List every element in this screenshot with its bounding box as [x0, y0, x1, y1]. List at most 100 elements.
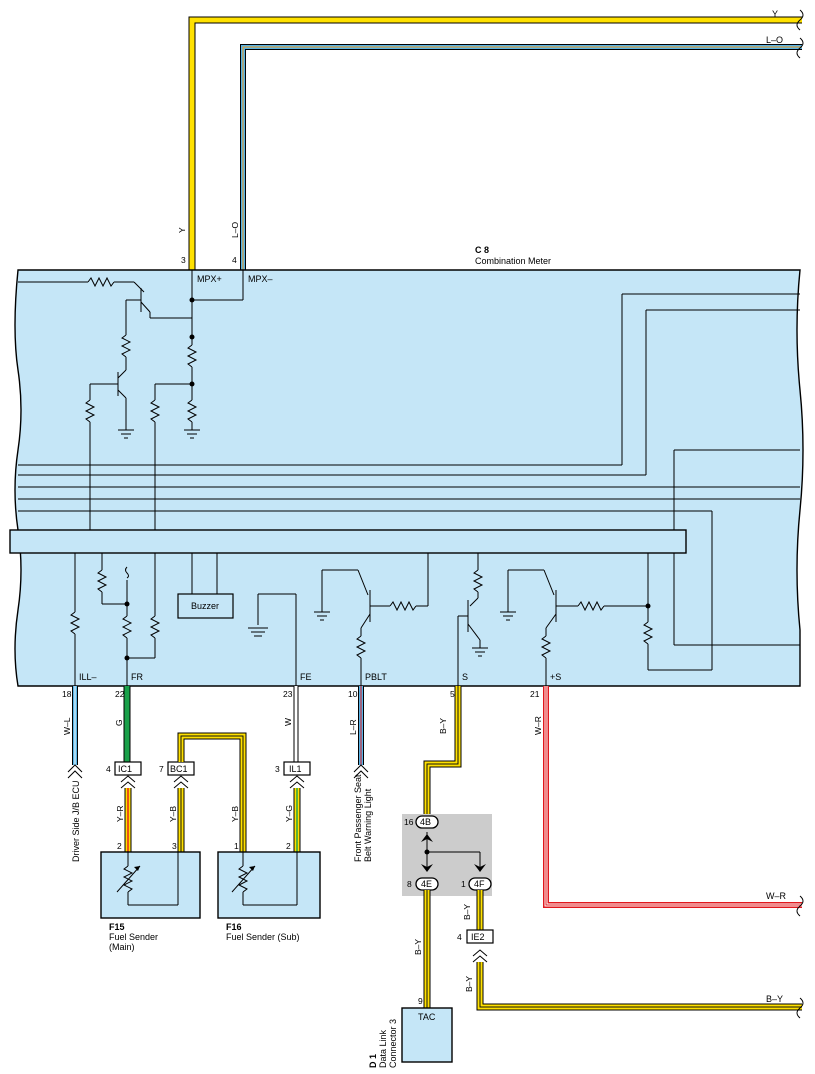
fuel-main-pin-right: 3 — [172, 841, 177, 851]
meter-name: Combination Meter — [475, 256, 551, 266]
wire-label-g: G — [114, 719, 124, 726]
wire-label-wr-vertical: W–R — [533, 716, 543, 735]
pin-bc1: 7 — [159, 764, 164, 774]
svg-text:IC1: IC1 — [118, 764, 132, 774]
pin-mpx-plus: 3 — [181, 255, 186, 265]
wire-yb-loop — [177, 732, 247, 852]
fuel-sender-main — [100, 851, 201, 919]
svg-text:IE2: IE2 — [471, 932, 485, 942]
meter-internal-circuit-upper — [18, 270, 244, 530]
meter-code: C 8 — [475, 245, 489, 255]
term-s: S — [462, 672, 468, 682]
wire-label-w: W — [283, 718, 293, 726]
wire-label-yr: Y–R — [115, 805, 125, 822]
data-link-connector — [401, 1007, 453, 1063]
junction-pin-4e: 8 — [407, 879, 412, 889]
wire-label-yb: Y–B — [168, 806, 178, 822]
pin-fe: 23 — [283, 689, 293, 699]
buzzer-label: Buzzer — [191, 601, 219, 611]
dlc-name-line2: Connector 3 — [388, 1019, 398, 1068]
pin-ie2: 4 — [457, 932, 462, 942]
combination-meter-body — [14, 269, 804, 687]
term-ill: ILL– — [79, 672, 97, 682]
connector-il1: IL1 — [283, 761, 311, 789]
dest-front-passenger-seat: Front Passenger Seat — [353, 774, 363, 862]
connector-ie2: IE2 — [466, 929, 494, 963]
wire-label-by-ie2: B–Y — [464, 976, 474, 992]
wire-label-by-4f: B–Y — [462, 904, 472, 920]
wire-break-y — [796, 9, 804, 31]
pin-ill: 18 — [62, 689, 72, 699]
pin-plus-s: 21 — [530, 689, 540, 699]
wire-label-mpx-plus: Y — [177, 227, 187, 233]
fuel-main-name: Fuel Sender — [109, 932, 158, 942]
dlc-pin: 9 — [418, 996, 423, 1006]
pin-s: 5 — [450, 689, 455, 699]
svg-text:4E: 4E — [421, 879, 432, 889]
svg-text:4F: 4F — [474, 879, 485, 889]
fuel-sub-name: Fuel Sender (Sub) — [226, 932, 300, 942]
fuel-sub-pin-right: 2 — [286, 841, 291, 851]
dlc-term-tac: TAC — [418, 1012, 436, 1022]
junction-internal — [421, 832, 486, 872]
pin-pblt: 10 — [348, 689, 358, 699]
wire-lo-top — [240, 44, 802, 270]
term-mpx-minus: MPX– — [248, 274, 273, 284]
junction-connector-4e: 4E — [415, 877, 439, 891]
fuel-main-sub: (Main) — [109, 942, 135, 952]
wire-label-yg: Y–G — [284, 805, 294, 822]
term-pblt: PBLT — [365, 672, 387, 682]
wire-y-top — [188, 16, 802, 270]
pin-mpx-minus: 4 — [232, 255, 237, 265]
term-mpx-plus: MPX+ — [197, 274, 222, 284]
meter-bus-lines — [18, 293, 800, 671]
wire-label-wr-right: W–R — [766, 891, 787, 901]
meter-internal-circuit-lower — [69, 553, 654, 686]
wire-label-yb-loop: Y–B — [230, 806, 240, 822]
dlc-code: D 1 — [368, 1054, 378, 1068]
wire-break-by — [796, 997, 804, 1019]
dest-belt-warning-light: Belt Warning Light — [363, 788, 373, 862]
connector-ic1: IC1 — [114, 761, 142, 789]
wire-break-lo — [796, 37, 804, 59]
junction-pin-4b: 16 — [404, 817, 414, 827]
wire-label-wl: W–L — [62, 717, 72, 735]
wire-label-lo-right: L–O — [766, 35, 783, 45]
wire-wr — [543, 686, 802, 908]
dlc-name-line1: Data Link — [378, 1029, 388, 1068]
connector-bc1: BC1 — [167, 761, 195, 789]
meter-separator-bar — [9, 529, 687, 554]
fuel-main-code: F15 — [109, 922, 125, 932]
fuel-sender-sub — [217, 851, 321, 919]
pin-fr: 22 — [115, 689, 125, 699]
junction-connector-4b: 4B — [415, 815, 439, 829]
term-fe: FE — [300, 672, 312, 682]
svg-text:IL1: IL1 — [289, 764, 302, 774]
wire-label-y-right: Y — [772, 9, 778, 19]
buzzer-box — [177, 593, 234, 619]
term-plus-s: +S — [550, 672, 561, 682]
pin-il1: 3 — [275, 764, 280, 774]
wire-label-by-s: B–Y — [438, 718, 448, 734]
wire-by-out — [476, 962, 802, 1011]
junction-dots-upper — [189, 297, 195, 387]
wire-label-mpx-minus: L–O — [230, 222, 240, 238]
wire-wl — [67, 686, 83, 779]
fuel-main-pin-left: 2 — [117, 841, 122, 851]
term-fr: FR — [131, 672, 143, 682]
junction-connector-4f: 4F — [468, 877, 492, 891]
fuel-sub-code: F16 — [226, 922, 242, 932]
wire-break-wr — [796, 895, 804, 917]
wire-by-s — [423, 686, 462, 815]
wire-lr — [353, 686, 369, 779]
junction-pin-4f: 1 — [461, 879, 466, 889]
dest-driver-jb-ecu: Driver Side J/B ECU — [71, 780, 81, 862]
wire-label-by-out: B–Y — [766, 994, 783, 1004]
svg-text:BC1: BC1 — [170, 764, 188, 774]
wire-label-lr: L–R — [348, 719, 358, 735]
junction-dots-lower — [124, 601, 651, 661]
fuel-sub-pin-left: 1 — [234, 841, 239, 851]
wire-label-by-4e: B–Y — [413, 939, 423, 955]
pin-ic1: 4 — [106, 764, 111, 774]
